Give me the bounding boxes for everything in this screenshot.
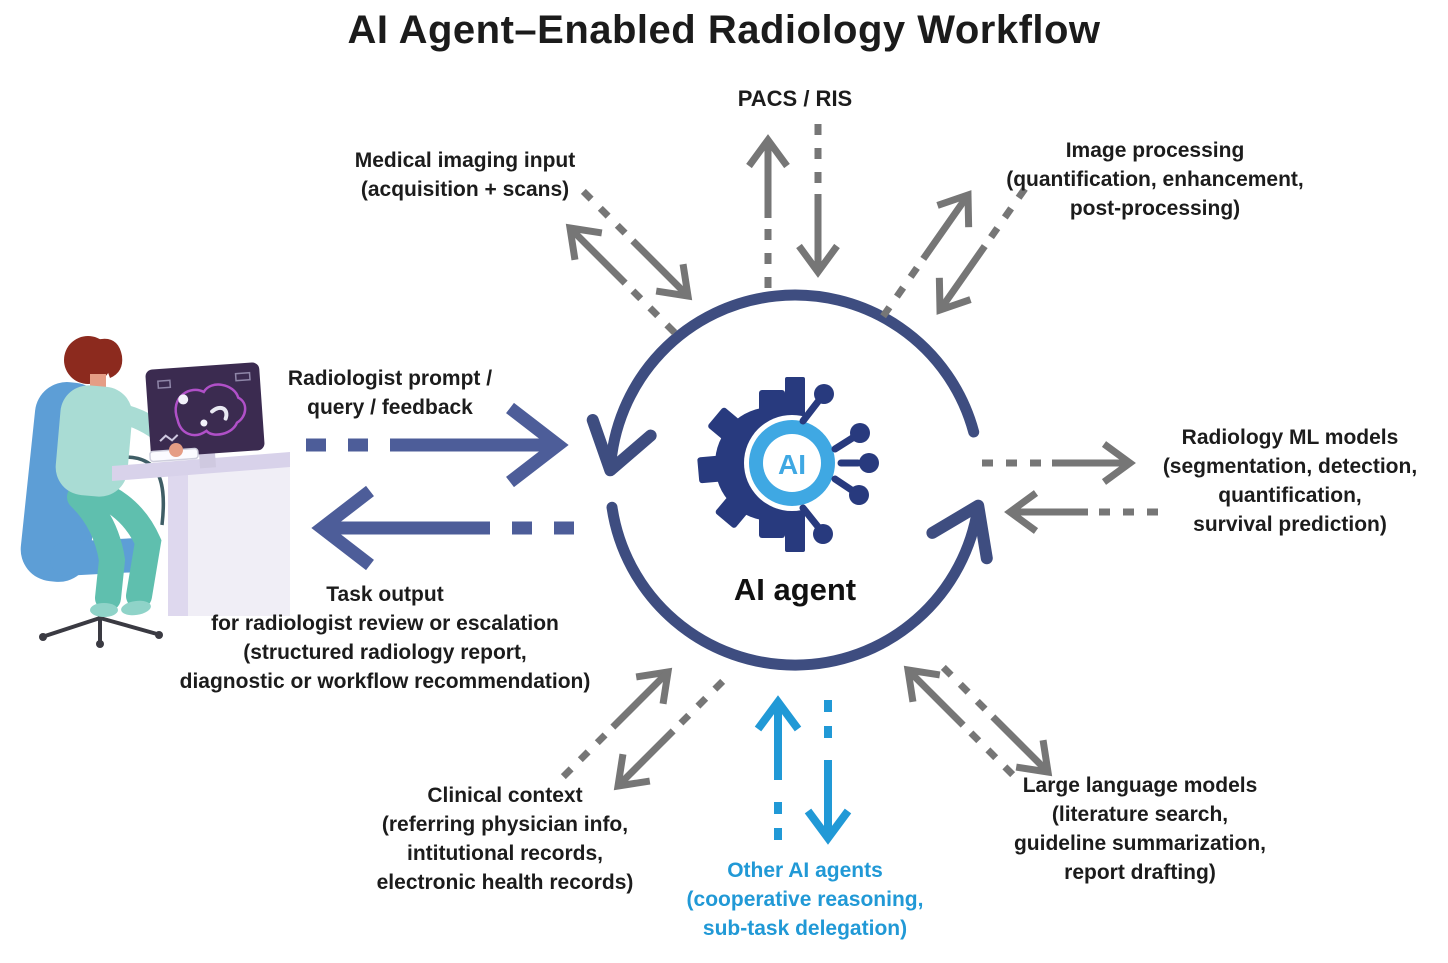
arrow-processing-in (935, 186, 1028, 315)
node-task-output: Task output for radiologist review or es… (179, 583, 591, 693)
ai-agent-label: AI agent (733, 572, 857, 607)
arrow-clinical-in (560, 667, 673, 780)
arrow-pacs-up (746, 134, 790, 288)
arrow-llm-out (940, 664, 1053, 777)
arrow-pacs-down (796, 124, 840, 278)
arrow-prompt-in (306, 402, 569, 488)
ai-badge-text: AI (778, 449, 806, 480)
node-other-ai-agents: Other AI agents (cooperative reasoning, … (686, 859, 924, 940)
arrow-clinical-out (613, 678, 726, 791)
node-large-language-models: Large language models (literature search… (1013, 774, 1267, 884)
arrow-ml-out (982, 441, 1136, 485)
node-clinical-context: Clinical context (referring physician in… (376, 784, 634, 894)
arrow-agents-down (804, 700, 852, 845)
ai-gear-circuit-icon: AI (697, 377, 879, 552)
radiologist-illustration (20, 336, 290, 648)
monitor-icon (145, 362, 265, 469)
arrow-imaging-out (565, 223, 678, 336)
node-radiologist-prompt: Radiologist prompt / query / feedback (287, 367, 493, 419)
page-title: AI Agent–Enabled Radiology Workflow (347, 8, 1101, 52)
arrow-ml-in (1004, 490, 1158, 534)
node-radiology-ml-models: Radiology ML models (segmentation, detec… (1162, 426, 1418, 536)
node-image-processing: Image processing (quantification, enhanc… (1006, 139, 1304, 220)
arrow-imaging-in (580, 188, 693, 301)
ai-badge: AI (744, 415, 840, 511)
cycle-circle-icon (586, 289, 993, 671)
arrow-output-out (311, 485, 574, 571)
node-pacs-ris: PACS / RIS (737, 86, 853, 111)
arrow-llm-in (903, 665, 1016, 778)
arrow-processing-out (880, 190, 973, 319)
arrow-agents-up (754, 695, 802, 840)
circuit-icon (799, 384, 879, 544)
node-medical-imaging: Medical imaging input (acquisition + sca… (354, 149, 576, 201)
